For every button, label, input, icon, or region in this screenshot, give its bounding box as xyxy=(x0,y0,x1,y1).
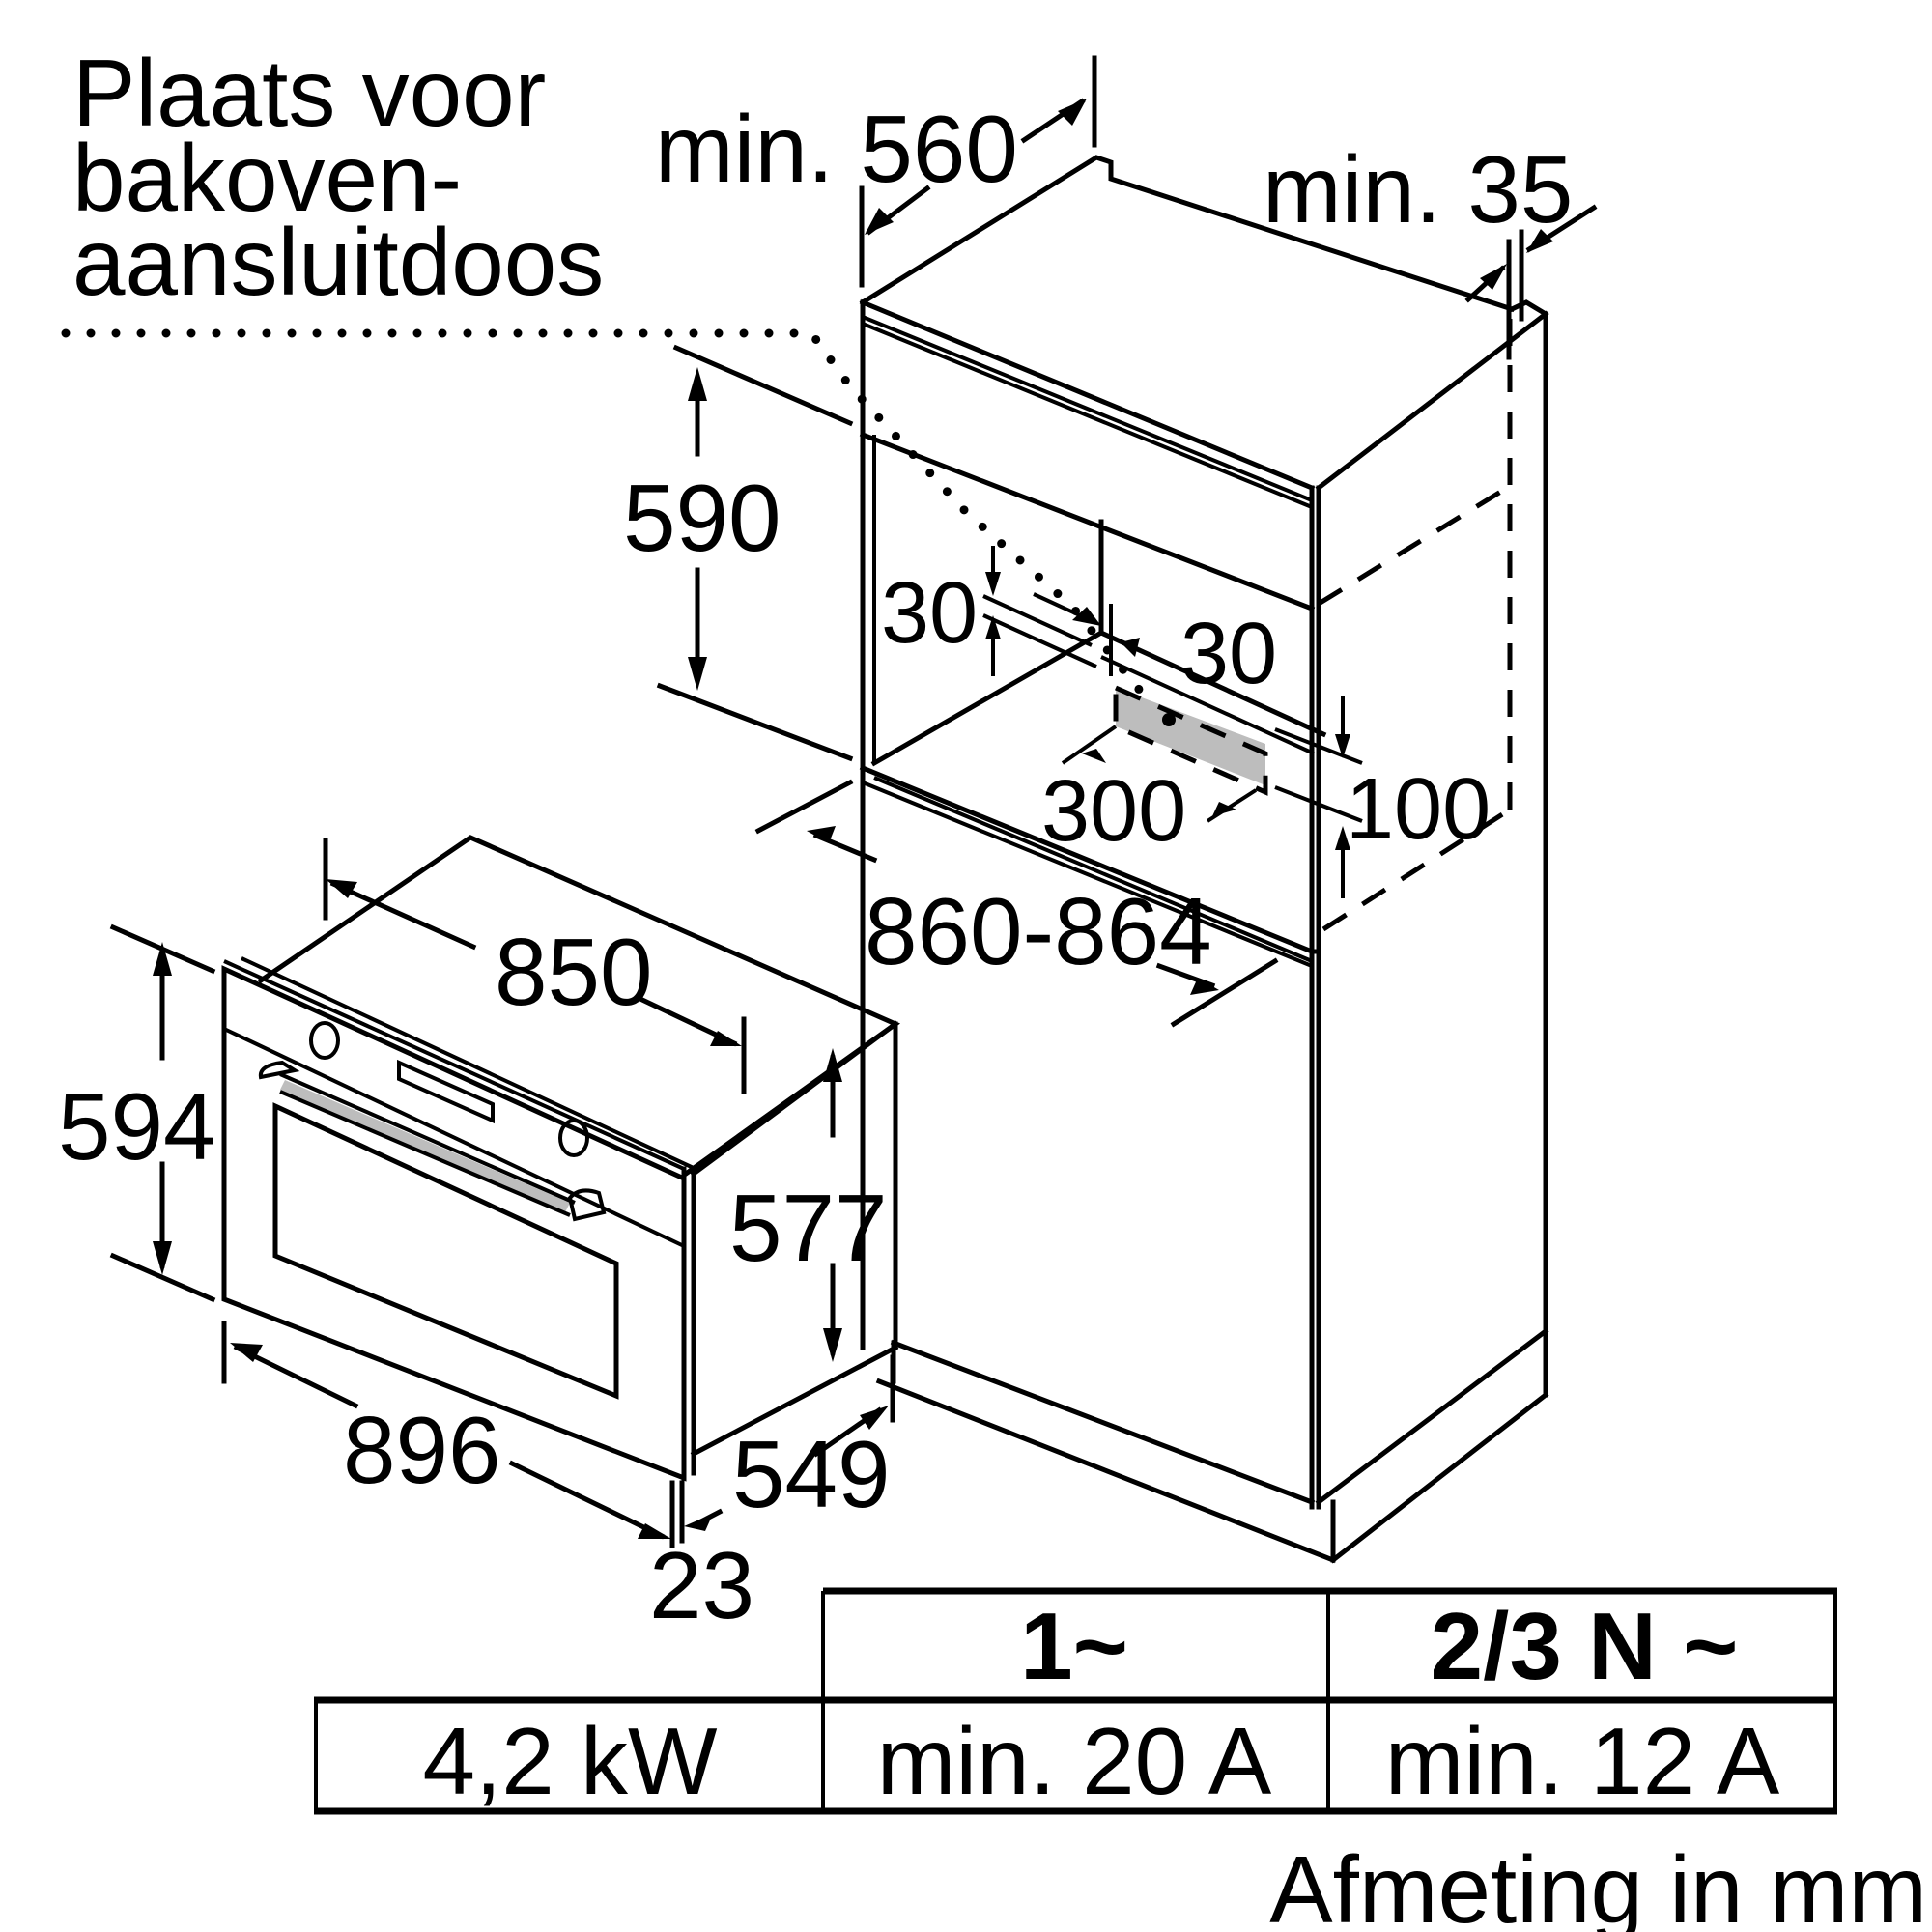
table-cell-single-phase-fuse: min. 20 A xyxy=(877,1708,1272,1814)
dim-box-height: 100 xyxy=(1346,761,1491,858)
dim-oven-body-height: 577 xyxy=(729,1175,888,1281)
connection-box-callout: Plaats voor bakoven- aansluitdoos xyxy=(61,40,1174,731)
tall-cabinet xyxy=(859,155,1549,1564)
oven-handle xyxy=(280,1080,570,1212)
dim-oven-front-height: 594 xyxy=(58,1073,216,1179)
power-requirements-table: 1~ 2/3 N ~ 4,2 kW min. 20 A min. 12 A xyxy=(314,1587,1837,1815)
table-cell-power: 4,2 kW xyxy=(423,1708,718,1814)
dim-oven-depth-top: 850 xyxy=(495,919,653,1025)
oven-display xyxy=(397,1059,495,1124)
dim-box-offset-top: 30 xyxy=(881,565,978,662)
dim-niche-width: 860-864 xyxy=(865,878,1212,984)
table-cell-three-phase-fuse: min. 12 A xyxy=(1385,1708,1780,1814)
dimension-labels: min. 560 min. 35 590 30 30 300 100 860-8… xyxy=(58,96,1573,1638)
units-note: Afmeting in mm xyxy=(1269,1836,1927,1932)
callout-line-1: Plaats voor xyxy=(72,40,546,146)
cabinet-dimension-lines xyxy=(656,55,1598,1028)
callout-line-2: bakoven- xyxy=(72,125,462,231)
dim-oven-body-depth: 549 xyxy=(732,1421,891,1527)
dim-oven-front-width: 896 xyxy=(343,1397,501,1503)
dim-niche-depth: min. 560 xyxy=(655,96,1018,202)
dim-niche-height: 590 xyxy=(623,465,781,571)
callout-leader-dotted xyxy=(61,328,1174,731)
oven-dimension-lines xyxy=(109,838,895,1548)
table-header-single-phase: 1~ xyxy=(1020,1593,1128,1699)
connection-box-area xyxy=(982,594,1363,823)
oven-knob-left-icon xyxy=(309,1021,340,1060)
dim-front-panel-thickness: 23 xyxy=(649,1532,754,1638)
dim-side-clearance: min. 35 xyxy=(1263,136,1573,242)
dim-box-width: 300 xyxy=(1041,763,1186,860)
oven-appliance xyxy=(221,835,901,1482)
oven-window xyxy=(272,1102,619,1400)
oven-knob-right-icon xyxy=(558,1119,589,1157)
table-header-three-phase: 2/3 N ~ xyxy=(1431,1593,1739,1699)
callout-line-3: aansluitdoos xyxy=(72,209,604,315)
dim-box-offset-side: 30 xyxy=(1180,606,1277,702)
